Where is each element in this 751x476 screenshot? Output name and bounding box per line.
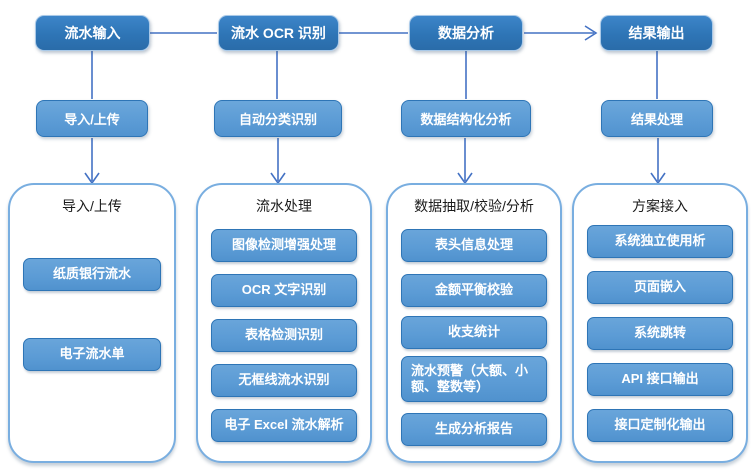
step-box-structured-analysis: 数据结构化分析 xyxy=(401,100,531,137)
panel-title: 方案接入 xyxy=(632,198,688,214)
item-borderless-flow: 无框线流水识别 xyxy=(211,364,357,397)
step-box-import-upload: 导入/上传 xyxy=(36,100,148,137)
stage-box-result-output: 结果输出 xyxy=(600,15,713,51)
item-excel-parsing: 电子 Excel 流水解析 xyxy=(211,409,357,442)
panel-title: 导入/上传 xyxy=(62,198,122,214)
item-amount-balance-check: 金额平衡校验 xyxy=(401,274,547,307)
item-paper-bank-statement: 纸质银行流水 xyxy=(23,258,161,291)
item-page-embedding: 页面嵌入 xyxy=(587,271,733,304)
item-custom-api-output: 接口定制化输出 xyxy=(587,409,733,442)
item-income-expense-stats: 收支统计 xyxy=(401,316,547,349)
step-box-result-processing: 结果处理 xyxy=(601,100,713,137)
stage-box-flow-input: 流水输入 xyxy=(35,15,150,51)
panel-title: 数据抽取/校验/分析 xyxy=(414,198,534,214)
item-system-redirect: 系统跳转 xyxy=(587,317,733,350)
panel-import-upload: 导入/上传 纸质银行流水 电子流水单 xyxy=(8,183,176,463)
arrow-down-icon xyxy=(84,172,100,185)
item-standalone-system: 系统独立使用析 xyxy=(587,225,733,258)
panel-data-extraction-verification: 数据抽取/校验/分析 表头信息处理 金额平衡校验 收支统计 流水预警（大额、小额… xyxy=(386,183,562,463)
stage-box-ocr-recognition: 流水 OCR 识别 xyxy=(218,15,339,51)
item-flow-alerts: 流水预警（大额、小额、整数等） xyxy=(401,356,547,402)
item-generate-report: 生成分析报告 xyxy=(401,413,547,446)
item-header-info-processing: 表头信息处理 xyxy=(401,229,547,262)
panel-flow-processing: 流水处理 图像检测增强处理 OCR 文字识别 表格检测识别 无框线流水识别 电子… xyxy=(196,183,372,463)
panel-title: 流水处理 xyxy=(256,198,312,214)
item-table-detection: 表格检测识别 xyxy=(211,319,357,352)
item-ocr-text-recognition: OCR 文字识别 xyxy=(211,274,357,307)
panel-solution-integration: 方案接入 系统独立使用析 页面嵌入 系统跳转 API 接口输出 接口定制化输出 xyxy=(572,183,748,463)
item-api-output: API 接口输出 xyxy=(587,363,733,396)
item-electronic-statement: 电子流水单 xyxy=(23,338,161,371)
step-box-auto-classification: 自动分类识别 xyxy=(214,100,342,137)
item-image-enhancement: 图像检测增强处理 xyxy=(211,229,357,262)
stage-box-data-analysis: 数据分析 xyxy=(409,15,523,51)
arrow-down-icon xyxy=(457,172,473,185)
arrow-down-icon xyxy=(270,172,286,185)
arrow-down-icon xyxy=(650,172,666,185)
arrow-right-icon xyxy=(584,25,598,41)
